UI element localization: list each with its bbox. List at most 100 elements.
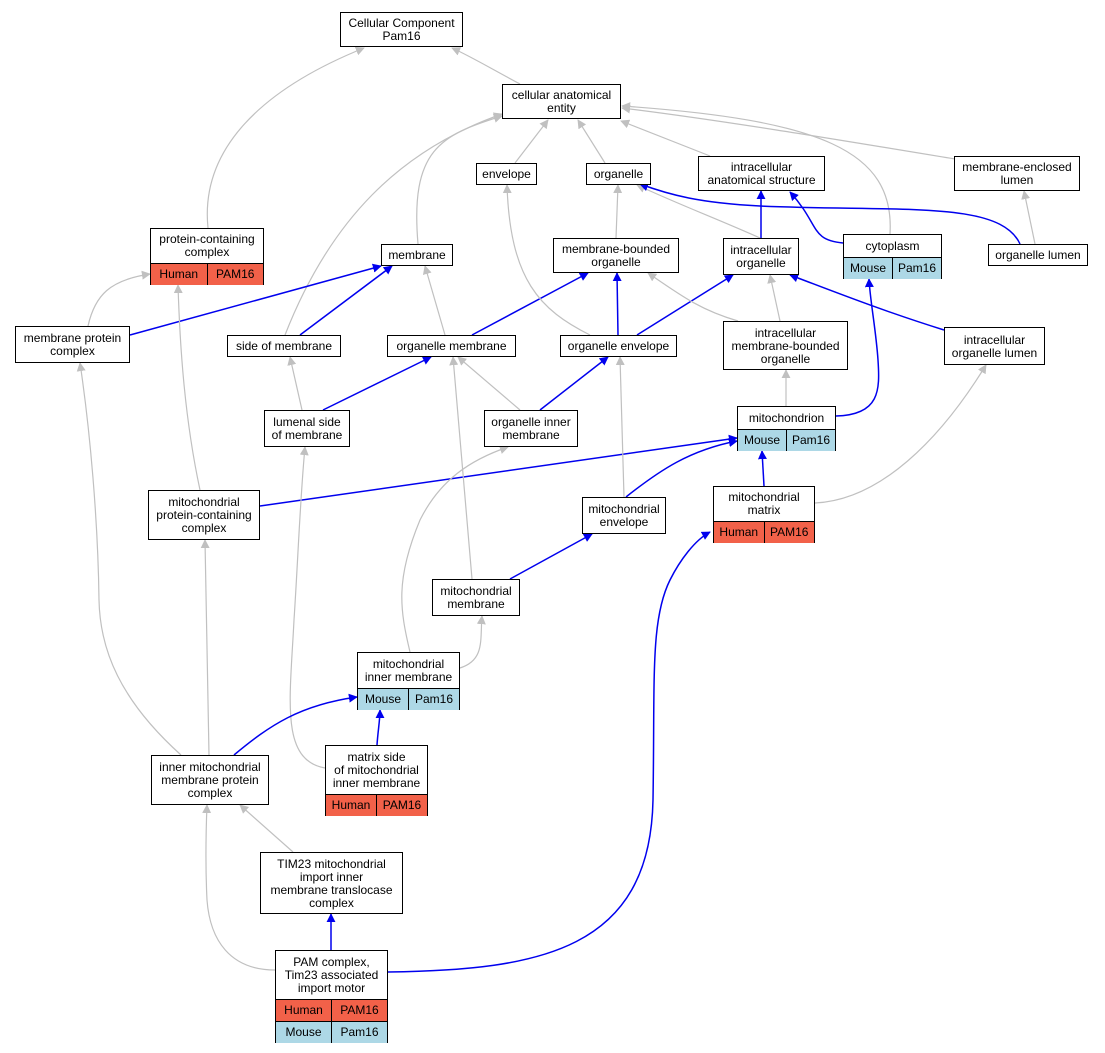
node-label: PAM complex, Tim23 associated import mot… [284,954,379,995]
go-term-node-cae[interactable]: cellular anatomical entity [502,84,621,119]
edge-is-a-lsm-to-som [287,356,303,411]
node-label: side of membrane [235,339,333,353]
node-label: lumenal side of membrane [271,415,343,442]
go-term-node-imm[interactable]: inner mitochondrial membrane protein com… [151,755,269,805]
node-label: matrix side of mitochondrial inner membr… [332,749,421,790]
node-label: membrane protein complex [23,331,122,358]
edge-is-a-mim-to-mmem [459,615,486,669]
edge-is-a-mem-to-cae [416,114,503,245]
gene-cell: PAM16 [376,794,427,816]
edge-part-of-menv-to-mito [625,438,738,498]
node-label: organelle envelope [567,339,670,353]
edge-is-a-cyto-to-cae [621,102,891,235]
edge-is-a-imm-to-mpc [76,362,182,756]
edge-part-of-mpc-to-mem [129,263,382,336]
edge-is-a-mpc-to-pcc [87,270,151,327]
go-term-node-omem[interactable]: organelle membrane [387,335,516,357]
gene-cell: Pam16 [786,429,835,451]
edge-is-a-cae-to-cc [451,47,521,85]
node-label: organelle membrane [396,339,507,353]
go-term-node-oenv[interactable]: organelle envelope [560,335,677,357]
species-cell: Human [714,521,764,543]
node-label: membrane-bounded organelle [561,242,671,269]
go-term-node-iol[interactable]: intracellular organelle lumen [944,327,1045,365]
go-term-node-mpcc[interactable]: mitochondrial protein-containing complex [148,490,260,540]
node-label: intracellular membrane-bounded organelle [731,325,840,366]
edge-is-a-mim-to-oim [401,445,509,653]
go-term-node-mbo[interactable]: membrane-bounded organelle [553,238,679,273]
edge-part-of-mito-to-cyto [835,278,880,417]
edge-is-a-pam-to-imm [202,804,276,971]
edge-is-a-iorg-to-org [636,184,761,239]
gene-cell: Pam16 [892,257,941,279]
species-cell: Mouse [844,257,892,279]
go-term-node-cc[interactable]: Cellular Component Pam16 [340,12,463,47]
edge-part-of-msim-to-mim [375,709,385,746]
go-term-node-org[interactable]: organelle [586,163,651,185]
node-label: mitochondrial matrix [728,490,800,517]
node-label: envelope [482,167,531,181]
edge-is-a-mpcc-to-pcc [173,284,201,491]
go-term-node-mel[interactable]: membrane-enclosed lumen [954,156,1080,191]
go-term-node-msim[interactable]: matrix side of mitochondrial inner membr… [325,745,428,816]
edge-part-of-oenv-to-mbo [612,272,622,336]
edge-is-a-omem-to-mem [422,265,446,336]
edge-is-a-imm-to-mpcc [200,539,210,756]
go-term-node-som[interactable]: side of membrane [227,335,341,357]
go-term-node-iorg[interactable]: intracellular organelle [723,238,799,275]
gene-cell: Pam16 [408,688,459,710]
go-term-node-mem[interactable]: membrane [381,244,453,266]
go-term-node-imbo[interactable]: intracellular membrane-bounded organelle [723,321,848,370]
go-term-node-olum[interactable]: organelle lumen [988,244,1088,266]
node-label: cytoplasm [865,238,920,253]
go-term-node-mpc[interactable]: membrane protein complex [15,326,130,363]
go-term-node-env[interactable]: envelope [476,163,537,185]
go-term-node-oim[interactable]: organelle inner membrane [484,410,578,447]
node-label: mitochondrial protein-containing complex [156,495,252,535]
node-label: mitochondrial inner membrane [364,656,453,684]
edge-part-of-som-to-mem [299,265,393,336]
edge-is-a-org-to-cae [577,119,606,164]
edge-is-a-mmat-to-iol [814,364,987,504]
node-label: intracellular anatomical structure [707,160,816,187]
go-term-node-mmem[interactable]: mitochondrial membrane [432,579,520,616]
node-label: intracellular organelle lumen [951,332,1038,360]
edge-part-of-mmem-to-menv [509,533,593,580]
species-cell: Mouse [738,429,786,451]
go-term-node-tim[interactable]: TIM23 mitochondrial import inner membran… [260,852,403,914]
node-label: TIM23 mitochondrial import inner membran… [270,856,393,910]
edge-is-a-env-to-cae [514,119,549,164]
node-label: protein-containing complex [159,232,255,259]
edge-part-of-pam-to-mmat [387,531,711,973]
edge-part-of-mpcc-to-mito [259,434,738,507]
go-term-node-lsm[interactable]: lumenal side of membrane [264,410,350,447]
species-cell: Human [276,999,331,1021]
go-term-node-pam[interactable]: PAM complex, Tim23 associated import mot… [275,950,388,1043]
gene-cell: PAM16 [763,521,814,543]
go-term-node-menv[interactable]: mitochondrial envelope [582,497,666,534]
go-term-node-ias[interactable]: intracellular anatomical structure [698,156,825,191]
edge-part-of-oim-to-oenv [539,356,609,411]
edge-is-a-imbo-to-mbo [647,272,739,322]
edge-is-a-oim-to-omem [457,356,521,411]
edge-is-a-som-to-cae [284,112,503,336]
edge-part-of-iol-to-iorg [789,273,945,331]
edge-part-of-oenv-to-iorg [636,274,734,336]
node-label: mitochondrial membrane [440,584,512,611]
edge-is-a-olum-to-mel [1021,190,1036,245]
gene-cell: Pam16 [331,1021,387,1043]
edge-part-of-lsm-to-omem [322,356,432,411]
species-cell: Human [151,263,207,285]
